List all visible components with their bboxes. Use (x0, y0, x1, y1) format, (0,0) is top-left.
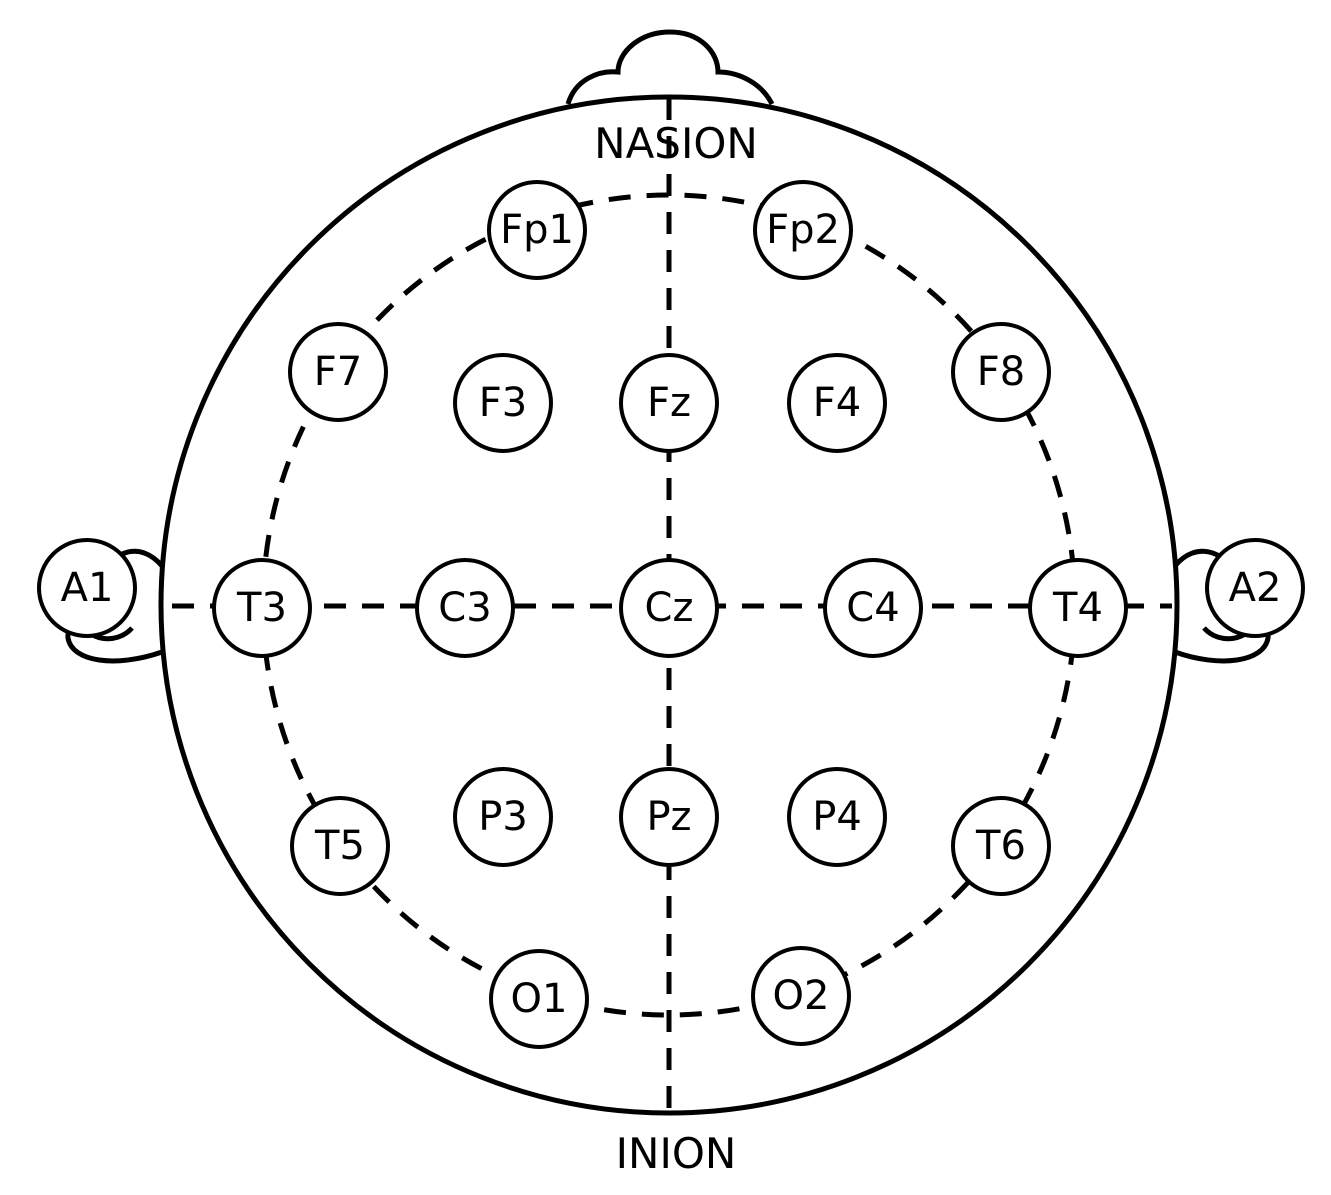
electrode-F4: F4 (787, 353, 887, 453)
electrode-label: F4 (813, 380, 861, 426)
electrode-Fz: Fz (619, 353, 719, 453)
electrode-label: F7 (314, 349, 362, 395)
electrode-C4: C4 (823, 558, 923, 658)
electrode-T6: T6 (951, 796, 1051, 896)
electrode-label: F3 (479, 380, 527, 426)
electrode-Fp1: Fp1 (487, 180, 587, 280)
electrode-label: C4 (846, 585, 899, 631)
nose-outline (565, 29, 775, 106)
electrode-F7: F7 (288, 322, 388, 422)
electrode-label: Cz (645, 585, 694, 631)
electrode-Pz: Pz (619, 767, 719, 867)
electrode-label: O1 (511, 976, 568, 1022)
electrode-label: T4 (1052, 585, 1103, 631)
electrode-label: P4 (812, 794, 862, 840)
electrode-C3: C3 (415, 558, 515, 658)
electrode-O2: O2 (751, 946, 851, 1046)
electrode-F3: F3 (453, 353, 553, 453)
electrode-label: Fp1 (500, 207, 574, 253)
electrode-F8: F8 (951, 322, 1051, 422)
electrode-label: Pz (646, 794, 691, 840)
electrode-label: C3 (438, 585, 491, 631)
electrode-label: F8 (977, 349, 1025, 395)
electrode-A1: A1 (37, 538, 137, 638)
electrode-A2: A2 (1205, 538, 1305, 638)
electrode-O1: O1 (489, 949, 589, 1049)
electrode-P4: P4 (787, 767, 887, 867)
electrode-label: Fz (647, 380, 691, 426)
nasion-label: NASION (594, 119, 758, 168)
electrode-label: T6 (975, 823, 1026, 869)
electrode-label: A1 (61, 565, 114, 611)
electrode-label: O2 (773, 973, 830, 1019)
head-outline (158, 94, 1180, 1116)
electrode-label: P3 (478, 794, 528, 840)
inion-label: INION (616, 1129, 737, 1178)
electrode-label: Fp2 (766, 207, 840, 253)
electrode-P3: P3 (453, 767, 553, 867)
electrode-T3: T3 (212, 558, 312, 658)
electrode-label: T5 (314, 823, 365, 869)
electrode-Fp2: Fp2 (753, 180, 853, 280)
electrode-T5: T5 (290, 796, 390, 896)
electrode-label: T3 (236, 585, 287, 631)
electrode-Cz: Cz (619, 558, 719, 658)
electrode-T4: T4 (1028, 558, 1128, 658)
electrode-label: A2 (1229, 565, 1282, 611)
